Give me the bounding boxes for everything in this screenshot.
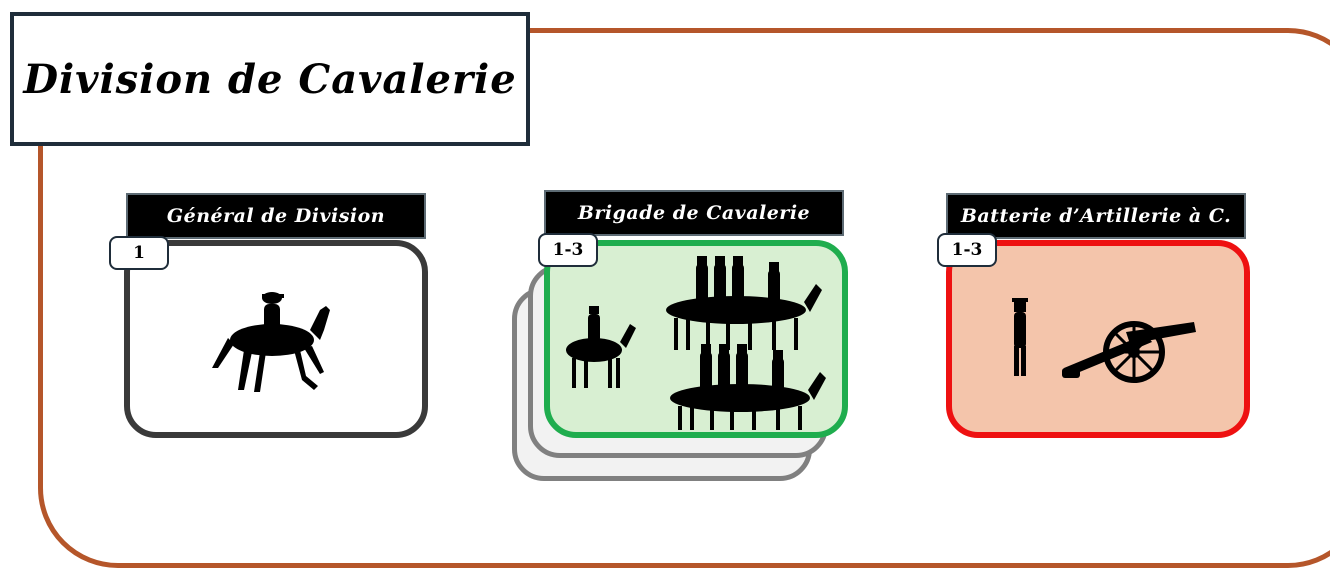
page-title: Division de Cavalerie <box>23 55 517 103</box>
strength-badge-brigade: 1-3 <box>538 233 598 267</box>
artillery-cannon-icon <box>1012 298 1196 383</box>
strength-badge-battery: 1-3 <box>937 233 997 267</box>
unit-label-brigade: Brigade de Cavalerie <box>544 190 844 236</box>
unit-label-general: Général de Division <box>126 193 426 239</box>
cavalry-riders-icon <box>566 256 826 430</box>
unit-label-battery: Batterie d’Artillerie à C. <box>946 193 1246 239</box>
general-card[interactable] <box>124 240 428 438</box>
brigade-card[interactable] <box>544 240 848 438</box>
strength-badge-general: 1 <box>109 236 169 270</box>
battery-card[interactable] <box>946 240 1250 438</box>
mounted-general-icon <box>212 292 330 392</box>
title-box: Division de Cavalerie <box>10 12 530 146</box>
